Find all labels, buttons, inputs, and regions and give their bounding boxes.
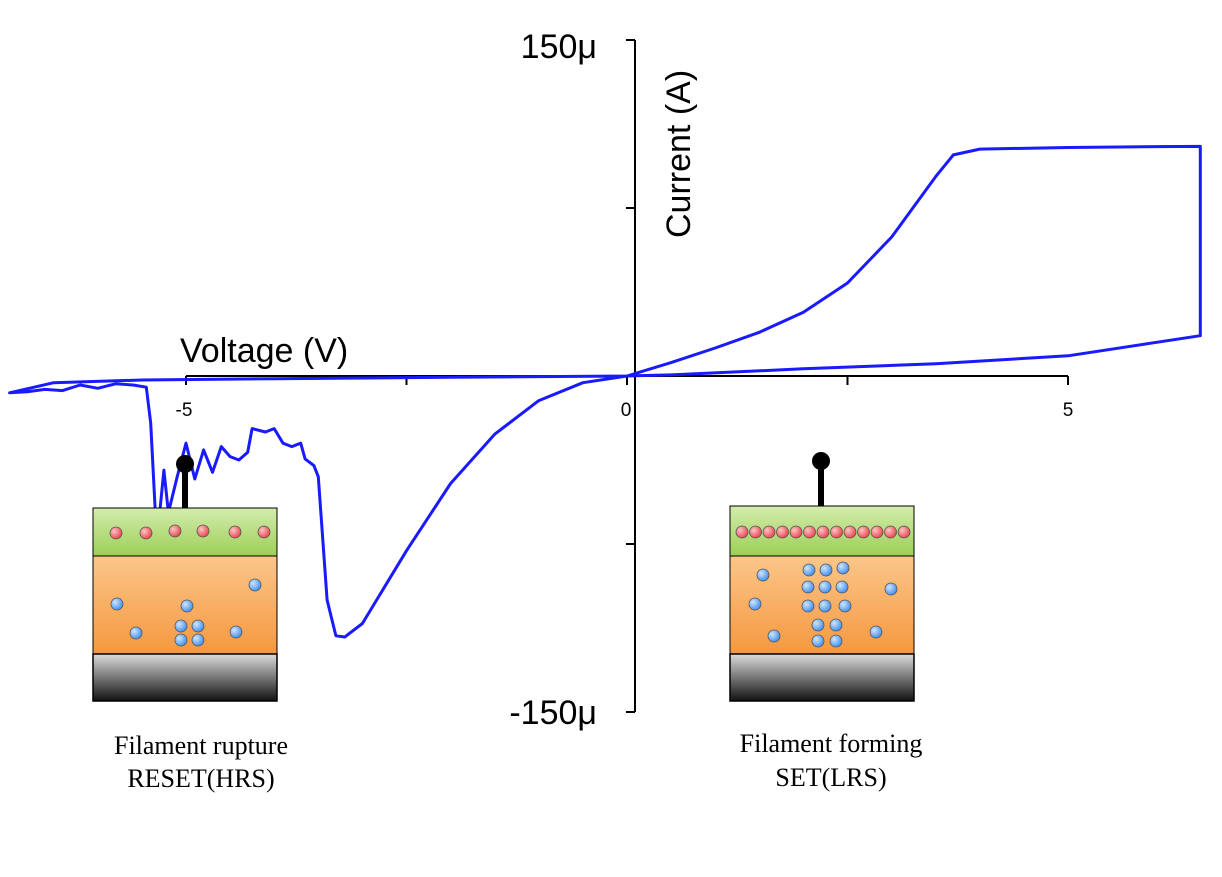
oxygen-vacancy [248,578,262,592]
oxygen-vacancy [748,597,762,611]
device-schematic-rupture [92,455,278,702]
y-tick-label-top: 150μ [521,28,597,66]
bottom-electrode-layer [729,653,915,702]
oxygen-vacancy [836,561,850,575]
oxygen-vacancy [229,625,243,639]
oxygen-ion [109,526,123,540]
iv-curve-series [8,144,1202,639]
oxygen-vacancy [818,580,832,594]
right-caption-line1: Filament forming [740,729,923,758]
device-schematic-forming [729,452,915,702]
oxygen-vacancy [191,619,205,633]
oxygen-vacancies [748,561,898,648]
oxygen-vacancy [811,618,825,632]
probe-tip [812,452,830,470]
oxygen-vacancy [802,563,816,577]
oxygen-vacancy [801,580,815,594]
oxygen-ions [735,525,911,539]
oxygen-ion [857,525,870,539]
oxygen-ion [897,525,911,539]
oxygen-ion [749,525,762,539]
oxygen-ion [228,525,242,539]
oxygen-ion [257,525,271,539]
left-caption-line1: Filament rupture [114,731,288,760]
oxygen-ion [884,525,897,539]
x-tick-label-zero: 0 [621,400,632,421]
oxygen-ion [762,525,776,539]
oxygen-vacancy [829,618,843,632]
oxygen-vacancy [818,599,832,613]
oxygen-vacancy [801,599,815,613]
bottom-electrode-layer [92,653,278,702]
y-axis-label: Current (A) [660,70,698,238]
right-caption-line2: SET(LRS) [775,763,886,792]
oxygen-vacancies [110,578,262,647]
x-tick-label-left: -5 [176,400,193,421]
oxygen-ion [830,525,843,539]
x-axis-label: Voltage (V) [180,332,348,370]
oxygen-ion [789,525,803,539]
oxygen-vacancy [756,568,770,582]
oxygen-ion [843,525,857,539]
oxygen-vacancy [174,633,188,647]
oxygen-ion [168,524,182,538]
oxygen-ion [803,525,816,539]
y-tick-label-bottom: -150μ [509,694,597,732]
oxygen-vacancy [835,580,849,594]
oxygen-ion [139,526,153,540]
oxygen-vacancy [829,634,843,648]
oxygen-vacancy [129,626,143,640]
oxygen-ion [196,524,210,538]
oxygen-vacancy [180,599,194,613]
probe-tip [176,455,194,473]
oxygen-ions [109,524,271,540]
oxygen-vacancy [191,633,205,647]
oxygen-vacancy [884,582,898,596]
oxygen-vacancy [174,619,188,633]
oxygen-vacancy [811,634,825,648]
oxygen-vacancy [767,629,781,643]
oxygen-vacancy [819,563,833,577]
oxygen-vacancy [869,625,883,639]
x-tick-label-right: 5 [1063,400,1074,421]
oxygen-ion [776,525,789,539]
oxygen-ion [870,525,884,539]
oxygen-ion [735,525,749,539]
oxygen-vacancy [110,597,124,611]
left-caption-line2: RESET(HRS) [127,764,274,793]
oxygen-vacancy [838,599,852,613]
top-electrode-layer [92,507,278,557]
oxygen-ion [816,525,830,539]
